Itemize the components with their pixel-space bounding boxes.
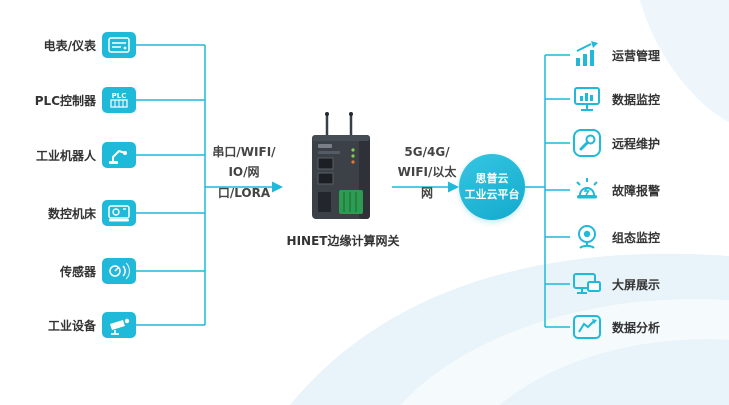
device-item-cnc: 数控机床 xyxy=(8,200,136,226)
function-item-scada-monitoring: 组态监控 xyxy=(572,222,660,252)
cloud-name: 思普云 xyxy=(475,172,509,186)
function-label: 组态监控 xyxy=(612,230,661,245)
device-label: 电表/仪表 xyxy=(43,38,96,53)
device-label: 工业机器人 xyxy=(35,148,96,163)
function-item-data-monitoring: 数据监控 xyxy=(572,84,660,114)
industrial-camera-icon xyxy=(102,312,136,338)
svg-text:PLC: PLC xyxy=(112,92,127,100)
function-item-big-screen: 大屏展示 xyxy=(572,269,660,299)
robot-arm-icon xyxy=(102,142,136,168)
alarm-light-icon xyxy=(572,175,602,205)
left-link-label: 串口/WIFI/ IO/网口/LORA xyxy=(203,142,285,203)
function-item-remote-maintenance: 远程维护 xyxy=(572,128,660,158)
chart-line-icon xyxy=(572,312,602,342)
function-item-data-analysis: 数据分析 xyxy=(572,312,660,342)
function-item-fault-alarm: 故障报警 xyxy=(572,175,660,205)
right-link-line1: 5G/4G/ xyxy=(404,145,450,159)
device-label: 传感器 xyxy=(59,264,96,279)
device-item-equipment: 工业设备 xyxy=(8,312,136,338)
webcam-icon xyxy=(572,222,602,252)
bar-chart-growth-icon xyxy=(572,40,602,70)
sensor-icon xyxy=(102,258,136,284)
dual-screen-icon xyxy=(572,269,602,299)
right-link-label: 5G/4G/ WIFI/以太网 xyxy=(392,142,462,203)
device-item-plc: PLC控制器 PLC xyxy=(8,87,136,113)
function-label: 大屏展示 xyxy=(612,277,661,292)
cloud-subname: 工业云平台 xyxy=(464,188,520,201)
cloud-platform-node: 思普云 工业云平台 xyxy=(459,154,525,220)
meter-icon xyxy=(102,32,136,58)
function-label: 数据监控 xyxy=(612,92,661,107)
function-item-operations: 运营管理 xyxy=(572,40,660,70)
device-label: 数控机床 xyxy=(47,206,96,221)
device-item-meter: 电表/仪表 xyxy=(8,32,136,58)
edge-gateway-device xyxy=(295,110,391,226)
right-link-line2: WIFI/以太网 xyxy=(397,165,457,200)
function-label: 远程维护 xyxy=(612,136,661,151)
function-label: 故障报警 xyxy=(612,183,661,198)
function-label: 运营管理 xyxy=(612,48,661,63)
wrench-icon xyxy=(572,128,602,158)
device-item-robot: 工业机器人 xyxy=(8,142,136,168)
cnc-machine-icon xyxy=(102,200,136,226)
plc-icon: PLC xyxy=(102,87,136,113)
device-label: PLC控制器 xyxy=(34,93,96,108)
device-label: 工业设备 xyxy=(47,318,96,333)
function-label: 数据分析 xyxy=(612,320,661,335)
gateway-caption: HINET边缘计算网关 xyxy=(286,234,400,248)
left-link-line1: 串口/WIFI/ xyxy=(212,145,276,159)
left-link-line2: IO/网口/LORA xyxy=(217,165,271,200)
device-item-sensor: 传感器 xyxy=(8,258,136,284)
monitor-bars-icon xyxy=(572,84,602,114)
